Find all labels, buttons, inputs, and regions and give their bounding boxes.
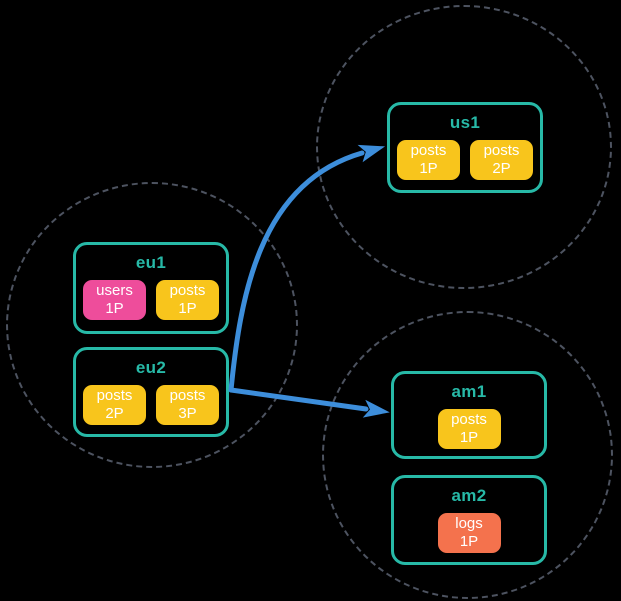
shard-name: posts [169, 282, 206, 299]
node-am1: am1 posts 1P [391, 371, 547, 459]
node-label: eu2 [135, 358, 167, 377]
node-label: am2 [451, 486, 487, 505]
shard-partition: 1P [459, 429, 479, 446]
shard-posts-2p: posts 2P [470, 140, 533, 180]
shard-name: users [96, 282, 133, 299]
node-us1: us1 posts 1P posts 2P [387, 102, 543, 193]
node-eu1: eu1 users 1P posts 1P [73, 242, 229, 334]
shard-name: logs [455, 515, 483, 532]
shard-partition: 1P [178, 300, 197, 317]
shard-name: posts [410, 142, 447, 159]
node-label: us1 [449, 113, 481, 132]
shard-posts-1p: posts 1P [437, 409, 501, 449]
node-label: eu1 [135, 253, 167, 272]
shard-name: posts [483, 142, 520, 159]
shard-partition: 1P [105, 300, 124, 317]
shard-logs-1p: logs 1P [437, 513, 501, 553]
node-eu2: eu2 posts 2P posts 3P [73, 347, 229, 437]
shard-partition: 2P [105, 405, 124, 422]
shard-row: logs 1P [437, 513, 501, 553]
shard-row: users 1P posts 1P [83, 280, 219, 320]
shard-posts-1p: posts 1P [156, 280, 219, 320]
shard-partition: 1P [459, 533, 479, 550]
shard-posts-2p: posts 2P [83, 385, 146, 425]
shard-posts-3p: posts 3P [156, 385, 219, 425]
shard-name: posts [169, 387, 206, 404]
region-circle-us [316, 5, 612, 289]
node-label: am1 [451, 382, 487, 401]
shard-name: posts [451, 411, 487, 428]
shard-name: posts [96, 387, 133, 404]
shard-partition: 2P [492, 160, 511, 177]
node-am2: am2 logs 1P [391, 475, 547, 565]
shard-row: posts 1P posts 2P [397, 140, 533, 180]
shard-partition: 3P [178, 405, 197, 422]
shard-posts-1p: posts 1P [397, 140, 460, 180]
shard-partition: 1P [419, 160, 438, 177]
shard-users-1p: users 1P [83, 280, 146, 320]
shard-row: posts 1P [437, 409, 501, 449]
shard-row: posts 2P posts 3P [83, 385, 219, 425]
region-circle-am [322, 311, 613, 599]
